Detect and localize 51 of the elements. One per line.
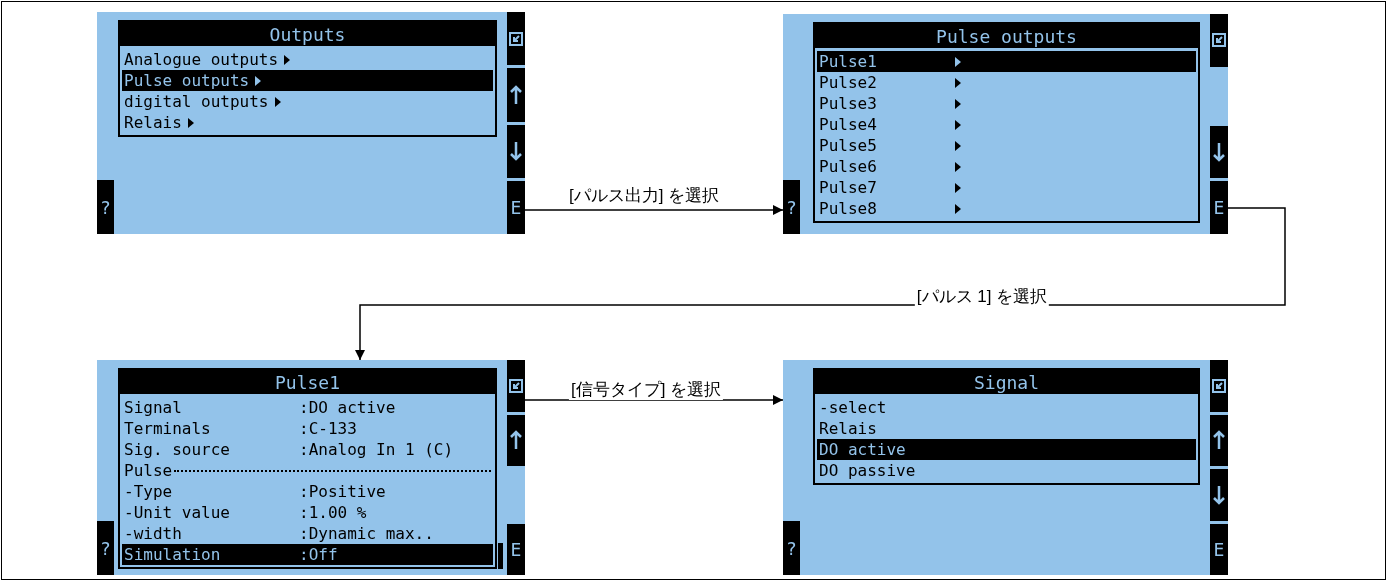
menu-item: DO passive [819,460,916,481]
edge-label: [信号タイプ] を選択 [568,380,724,400]
setting-value: :Dynamic max.. [299,523,434,544]
menu-item: Pulse7 [819,177,878,198]
help-key: ? [783,180,800,234]
menu-item: Pulse4 [819,114,878,135]
arrow [524,205,784,215]
setting-value: :1.00 % [299,502,367,523]
menu-item: Simulation [124,544,222,565]
menu-item: Pulse8 [819,198,878,219]
menu-item: Pulse6 [819,156,878,177]
setting-value: :Off [299,544,338,565]
setting-value: :C-133 [299,418,357,439]
enter-key: E [1210,181,1228,234]
lcd-screen [97,12,525,234]
enter-key: E [507,180,525,234]
lcd-screen [97,360,525,575]
menu-item: -select [819,397,887,418]
menu-item: Pulse2 [819,72,878,93]
arrow [524,395,784,405]
enter-key: E [507,523,525,575]
lcd-screen [783,14,1228,234]
help-key: ? [97,521,114,575]
edge-label: [パルス 1] を選択 [914,287,1050,307]
menu-item: Sig. source [124,439,231,460]
menu-item: Relais [124,112,182,133]
menu-item: -width [124,523,183,544]
screen-title: Outputs [269,23,346,45]
menu-item: Relais [819,418,877,439]
menu-item: -Unit value [124,502,231,523]
menu-item: Pulse5 [819,135,878,156]
setting-value: :Positive [299,481,386,502]
lcd-screen [783,360,1228,575]
menu-item: Terminals [124,418,212,439]
menu-item: Signal [124,397,183,418]
setting-value: :Analog In 1 (C) [299,439,454,460]
menu-item: Analogue outputs [124,49,279,70]
screen-title: Signal [974,371,1039,393]
menu-item: Pulse1 [819,51,878,72]
screen-title: Pulse outputs [936,25,1077,47]
screen-title: Pulse1 [275,371,340,393]
menu-item: Pulse outputs [124,70,250,91]
menu-item: Pulse3 [819,93,878,114]
menu-item: DO active [819,439,906,460]
menu-item: digital outputs [124,91,269,112]
menu-item: -Type [124,481,174,502]
help-key: ? [783,521,800,575]
help-key: ? [97,180,114,234]
setting-value: :DO active [299,397,396,418]
menu-item: Pulse [124,460,173,481]
enter-key: E [1210,523,1228,575]
